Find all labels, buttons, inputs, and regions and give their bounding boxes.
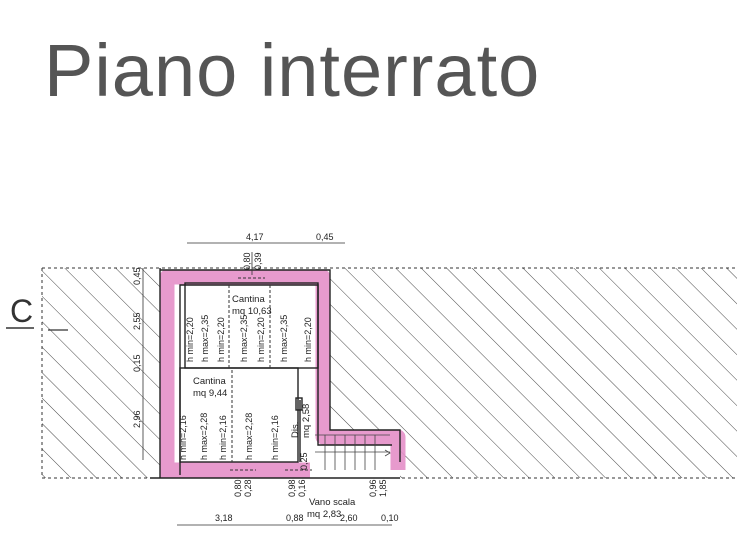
room-name: Cantina [193, 376, 226, 387]
room-name: Cantina [232, 294, 265, 305]
dimension-lines [142, 242, 392, 526]
dim-bottom-3: 2,60 [340, 513, 358, 523]
room-height-label: h min=2,16 [270, 415, 280, 460]
dim-bottom-opening: 1,85 [378, 479, 388, 497]
dim-bottom-1: 3,18 [215, 513, 233, 523]
room-name: Dis. [290, 422, 301, 438]
dim-left-4: 2,96 [132, 410, 142, 428]
walls [150, 268, 401, 479]
room-height-label: h min=2,20 [256, 317, 266, 362]
room-area: mq 9,44 [193, 388, 227, 399]
dim-bottom-opening: 0,28 [243, 479, 253, 497]
room-height-label: h min=2,20 [185, 317, 195, 362]
room-height-label: h min=2,20 [216, 317, 226, 362]
room-height-label: h min=2,16 [178, 415, 188, 460]
room-height-label: h min=2,16 [218, 415, 228, 460]
room-height-label: h max=2,35 [279, 315, 289, 362]
section-marker: C [10, 293, 33, 329]
dim-opening-1: 0,80 [242, 252, 252, 270]
room-name: Vano scala [309, 497, 356, 508]
dim-left-2: 2,55 [132, 312, 142, 330]
dim-bottom-2: 0,88 [286, 513, 304, 523]
dim-bottom-opening: 0,16 [297, 479, 307, 497]
room-height-label: h min=2,20 [303, 317, 313, 362]
dim-bottom-4: 0,10 [381, 513, 399, 523]
room-area: mq 2,58 [301, 404, 312, 438]
dim-bottom-opening: 0,25 [299, 452, 309, 470]
dim-bottom-opening: 0,96 [368, 479, 378, 497]
room-area: mq 10,63 [232, 306, 272, 317]
dim-bottom-opening: 0,98 [287, 479, 297, 497]
dim-top-2: 0,45 [316, 232, 334, 242]
stairs [315, 434, 391, 470]
room-area: mq 2,83 [307, 509, 341, 520]
page-title: Piano interrato [44, 29, 541, 112]
room-height-label: h max=2,28 [244, 413, 254, 460]
hatched-ground [41, 267, 737, 479]
dim-top-1: 4,17 [246, 232, 264, 242]
room-height-label: h max=2,35 [200, 315, 210, 362]
dim-left-3: 0,15 [132, 354, 142, 372]
room-height-label: h max=2,35 [239, 315, 249, 362]
room-height-label: h max=2,28 [199, 413, 209, 460]
dim-bottom-opening: 0,80 [233, 479, 243, 497]
dashed-lines [228, 277, 312, 471]
dim-opening-2: 0,39 [253, 252, 263, 270]
dim-left-1: 0,45 [132, 267, 142, 285]
